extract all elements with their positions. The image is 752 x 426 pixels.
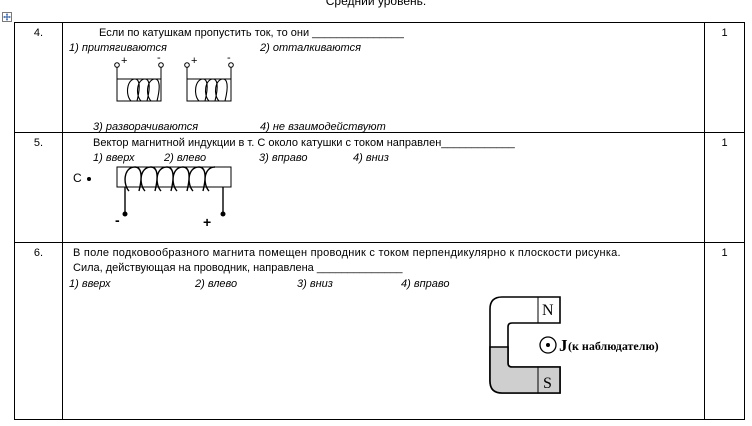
question-number: 6. (14, 242, 63, 420)
question-row: 5. Вектор магнитной индукции в т. С окол… (14, 132, 745, 243)
answer-option: 1) вверх (93, 152, 135, 164)
two-coils-figure: + - + - (114, 55, 234, 102)
answer-option: 3) разворачиваются (93, 121, 199, 133)
coil-minus-label: - (115, 212, 120, 228)
question-text: Вектор магнитной индукции в т. С около к… (93, 137, 515, 149)
answer-option: 4) вниз (353, 152, 389, 164)
question-content: Если по катушкам пропустить ток, то они … (62, 22, 705, 133)
south-pole-label: S (543, 375, 552, 392)
answer-option: 2) отталкиваются (260, 42, 361, 54)
coil2-minus-label: - (227, 55, 231, 64)
question-points: 1 (704, 22, 745, 133)
question-text: Сила, действующая на проводник, направле… (73, 262, 403, 274)
question-content: В поле подковообразного магнита помещен … (62, 242, 705, 420)
coil-with-point-figure: С - + (73, 166, 232, 229)
answer-option: 1) притягиваются (69, 42, 167, 54)
answer-option: 3) вниз (297, 278, 333, 290)
question-points: 1 (704, 132, 745, 243)
question-content: Вектор магнитной индукции в т. С около к… (62, 132, 705, 243)
point-c-label: С (73, 171, 82, 185)
answer-option: 4) вправо (401, 278, 450, 290)
north-pole-label: N (542, 302, 554, 319)
horseshoe-magnet-figure: N S J (к наблюдателю) (489, 296, 659, 394)
answer-option: 4) не взаимодействуют (260, 121, 386, 133)
answer-option: 3) вправо (259, 152, 308, 164)
coil1-minus-label: - (157, 55, 161, 64)
level-title: Средний уровень. (325, 0, 427, 8)
question-points: 1 (704, 242, 745, 420)
answer-option: 2) влево (195, 278, 238, 290)
questions-table: 4. Если по катушкам пропустить ток, то о… (14, 22, 745, 420)
answer-option: 2) влево (164, 152, 207, 164)
coil2-plus-label: + (191, 55, 197, 67)
question-number: 5. (14, 132, 63, 243)
table-move-handle-icon[interactable] (2, 12, 12, 22)
question-row: 6. В поле подковообразного магнита помещ… (14, 242, 745, 420)
question-row: 4. Если по катушкам пропустить ток, то о… (14, 22, 745, 133)
answer-option: 1) вверх (69, 278, 111, 290)
question-text: В поле подковообразного магнита помещен … (73, 247, 621, 259)
question-number: 4. (14, 22, 63, 133)
current-direction-note: (к наблюдателю) (568, 339, 659, 353)
question-text: Если по катушкам пропустить ток, то они … (99, 27, 404, 39)
coil-plus-label: + (203, 214, 211, 229)
coil1-plus-label: + (121, 55, 127, 67)
current-label: J (559, 336, 568, 355)
